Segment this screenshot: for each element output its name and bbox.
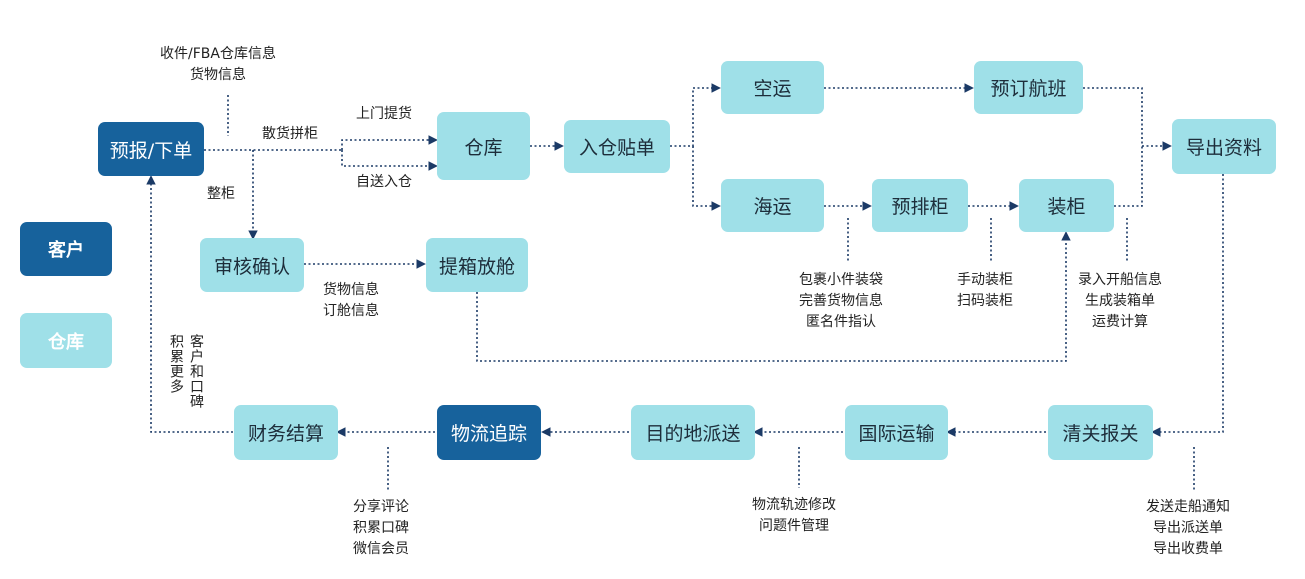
note-line: 发送走船通知 <box>1146 499 1230 515</box>
note-line: 货物信息 <box>323 282 379 298</box>
note-line: 积累口碑 <box>353 520 409 536</box>
edge-inbound-split <box>670 88 694 147</box>
node-finance: 财务结算 <box>234 405 338 460</box>
note-line: 完善货物信息 <box>799 293 883 309</box>
note-line: 货物信息 <box>189 67 246 83</box>
note-line: 分享评论 <box>353 499 409 515</box>
edge-label-review-notes: 货物信息 订舱信息 <box>323 280 379 322</box>
note-line: 导出收费单 <box>1153 541 1223 557</box>
edge-label-pickup: 上门提货 <box>356 106 412 122</box>
note-line: 包裹小件装袋 <box>799 272 883 288</box>
legend-customer: 客户 <box>20 222 112 276</box>
note-line: 录入开船信息 <box>1078 272 1162 288</box>
note-line: 物流轨迹修改 <box>752 497 836 513</box>
node-air: 空运 <box>721 61 824 114</box>
note-load-container: 录入开船信息 生成装箱单 运费计算 <box>1078 270 1162 333</box>
note-line: 匿名件指认 <box>806 314 876 330</box>
note-line: 微信会员 <box>353 541 409 557</box>
node-book-flight: 预订航班 <box>974 61 1083 114</box>
note-return-col-1: 客户和口碑 <box>188 334 204 409</box>
node-load-container: 装柜 <box>1019 179 1114 232</box>
node-export-docs: 导出资料 <box>1172 119 1276 174</box>
note-line: 生成装箱单 <box>1085 293 1155 309</box>
node-pickup-booking: 提箱放舱 <box>426 238 528 292</box>
note-forecast: 收件/FBA仓库信息 货物信息 <box>160 44 276 86</box>
edge-export-customs <box>1151 174 1224 437</box>
edge-load-export <box>1114 146 1143 207</box>
edge-pickup <box>341 135 438 150</box>
note-line: 运费计算 <box>1092 314 1148 330</box>
node-intl-transport: 国际运输 <box>845 405 948 460</box>
node-forecast: 预报/下单 <box>98 122 204 176</box>
note-customs: 发送走船通知 导出派送单 导出收费单 <box>1146 497 1230 560</box>
note-manual-load: 手动装柜 扫码装柜 <box>957 270 1013 312</box>
node-warehouse: 仓库 <box>437 112 530 180</box>
node-review-confirm: 审核确认 <box>200 238 304 292</box>
note-return-col-2: 积累更多 <box>168 334 184 394</box>
edge-label-fcl: 整柜 <box>207 186 235 202</box>
note-pre-container: 包裹小件装袋 完善货物信息 匿名件指认 <box>799 270 883 333</box>
note-line: 导出派送单 <box>1153 520 1223 536</box>
note-tracking: 物流轨迹修改 问题件管理 <box>752 495 836 537</box>
node-destination-delivery: 目的地派送 <box>631 405 755 460</box>
edge-label-lcl: 散货拼柜 <box>262 126 318 142</box>
note-line: 收件/FBA仓库信息 <box>160 46 276 62</box>
node-customs: 清关报关 <box>1048 405 1153 460</box>
node-inbound-label: 入仓贴单 <box>564 120 670 173</box>
edge-flight-export <box>1083 87 1172 151</box>
note-finance: 分享评论 积累口碑 微信会员 <box>353 497 409 560</box>
note-line: 扫码装柜 <box>957 293 1013 309</box>
edge-label-self-delivery: 自送入仓 <box>356 174 412 190</box>
note-line: 手动装柜 <box>957 272 1013 288</box>
node-tracking: 物流追踪 <box>437 405 541 460</box>
edge-finance-forecast <box>146 175 233 433</box>
note-line: 问题件管理 <box>759 518 829 534</box>
edge-booking-load <box>476 231 1071 362</box>
node-pre-container: 预排柜 <box>872 179 968 232</box>
edge-to-sea <box>692 146 721 211</box>
node-sea: 海运 <box>721 179 824 232</box>
note-line: 订舱信息 <box>323 303 379 319</box>
legend-warehouse: 仓库 <box>20 313 112 368</box>
edge-self-delivery <box>341 150 438 171</box>
